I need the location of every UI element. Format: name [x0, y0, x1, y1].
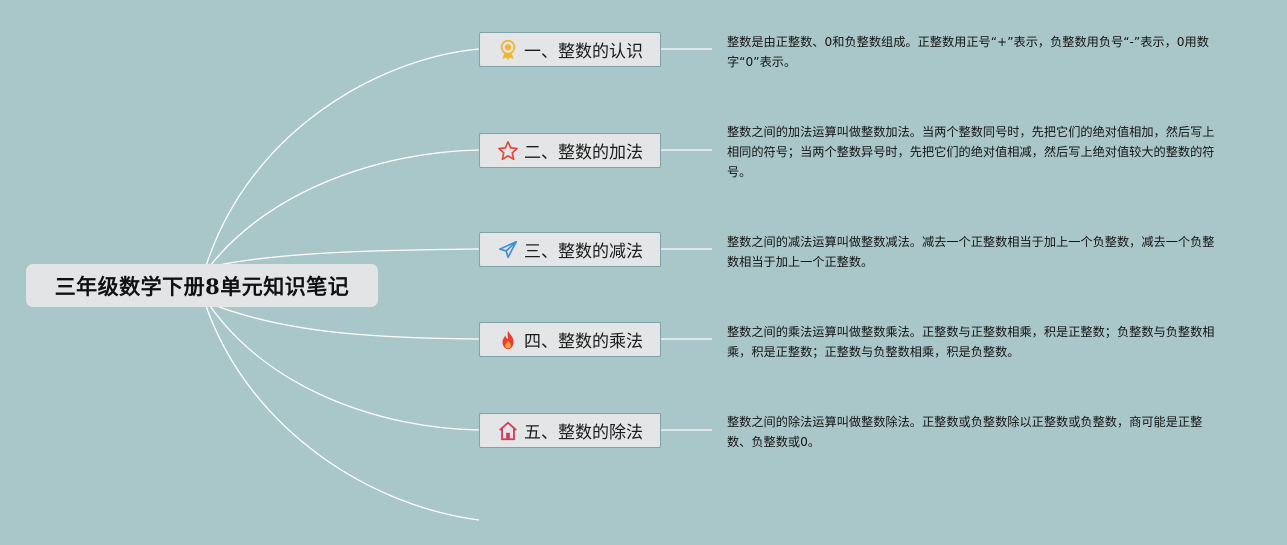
- fire-icon: [497, 329, 519, 351]
- branch-label-5: 五、整数的除法: [524, 423, 643, 443]
- connector-curve-5: [209, 305, 480, 431]
- note-1: 整数是由正整数、0和负整数组成。正整数用正号“+”表示，负整数用负号“-”表示，…: [727, 35, 1209, 69]
- connector-curve-3: [213, 248, 480, 267]
- note-4: 整数之间的乘法运算叫做整数乘法。正整数与正整数相乘，积是正整数；负整数与负整数相…: [727, 325, 1215, 359]
- branch-topic-3[interactable]: 三、整数的减法: [479, 232, 661, 267]
- note-3: 整数之间的减法运算叫做整数减法。减去一个正整数相当于加上一个负整数，减去一个负整…: [727, 235, 1215, 269]
- star-outline-icon: [497, 140, 519, 162]
- branch-topic-1[interactable]: 一、整数的认识: [479, 32, 661, 67]
- branch-topic-2[interactable]: 二、整数的加法: [479, 133, 661, 168]
- root-title: 三年级数学下册8单元知识笔记: [54, 273, 350, 299]
- connector-curve-1: [205, 48, 480, 267]
- branch-topic-4[interactable]: 四、整数的乘法: [479, 322, 661, 357]
- home-icon: [497, 420, 519, 442]
- connector-curve-4: [213, 304, 480, 340]
- root-topic[interactable]: 三年级数学下册8单元知识笔记: [26, 264, 378, 307]
- note-5: 整数之间的除法运算叫做整数除法。正整数或负整数除以正整数或负整数，商可能是正整数…: [727, 415, 1203, 449]
- branch-label-4: 四、整数的乘法: [524, 332, 643, 352]
- branch-topic-5[interactable]: 五、整数的除法: [479, 413, 661, 448]
- award-medal-icon: [497, 39, 519, 61]
- paper-plane-icon: [497, 239, 519, 261]
- branch-label-2: 二、整数的加法: [524, 143, 643, 163]
- connector-curve-6: [205, 305, 480, 521]
- branch-label-1: 一、整数的认识: [524, 42, 643, 62]
- connector-curve-2: [209, 149, 480, 267]
- branch-label-3: 三、整数的减法: [524, 242, 643, 262]
- note-2: 整数之间的加法运算叫做整数加法。当两个整数同号时，先把它们的绝对值相加，然后写上…: [727, 125, 1215, 179]
